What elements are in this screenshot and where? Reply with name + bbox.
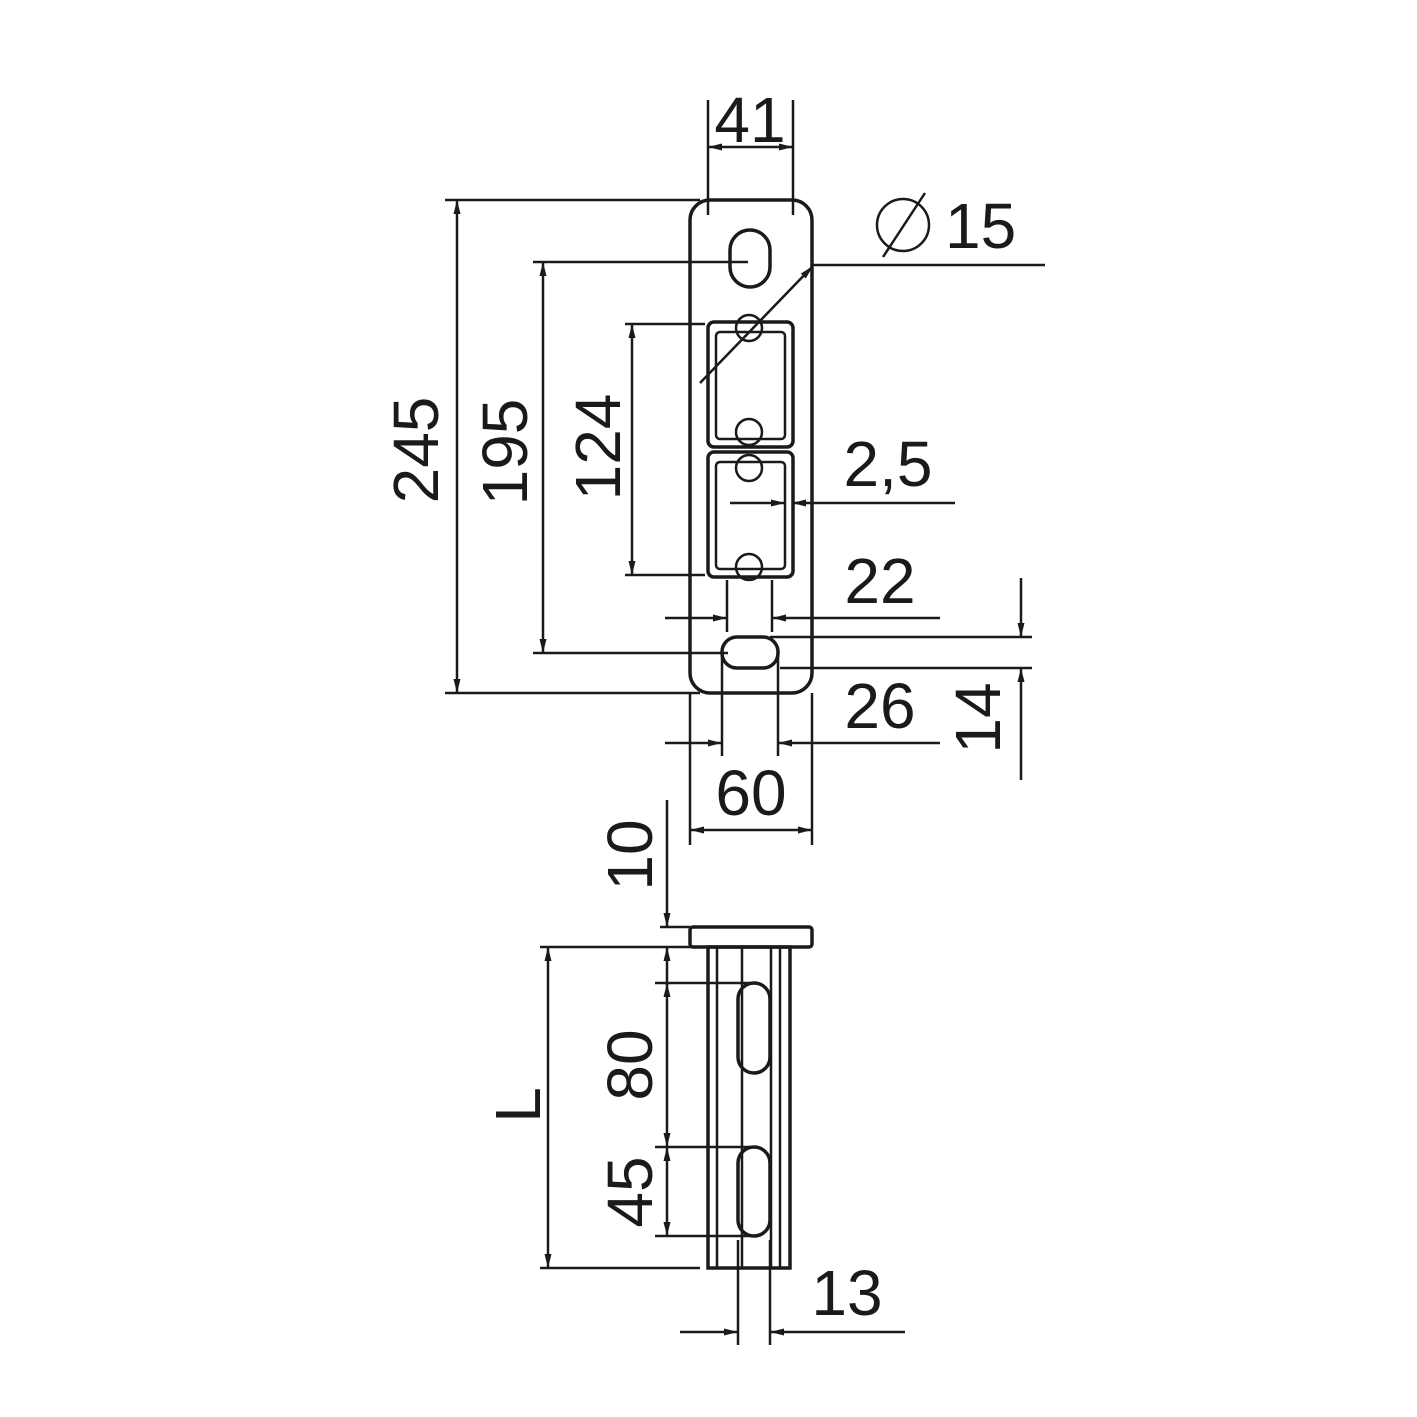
top-slot	[728, 228, 772, 289]
dimension-diameter-15: 15	[699, 190, 1045, 384]
hole	[734, 453, 764, 483]
dim-label-10: 10	[594, 819, 666, 890]
dim-label-L: L	[482, 1087, 554, 1123]
channel-upper-inner	[714, 330, 787, 441]
dim-label-15: 15	[945, 190, 1016, 262]
dim-label-41: 41	[714, 84, 785, 156]
top-view	[688, 198, 814, 695]
base-plate-outline	[688, 198, 814, 695]
channel-lower	[706, 450, 795, 579]
dim-label-245: 245	[380, 397, 452, 504]
dim-label-26: 26	[844, 670, 915, 742]
dim-label-60: 60	[715, 757, 786, 829]
dim-label-124: 124	[562, 394, 634, 501]
diameter-icon	[875, 192, 931, 258]
side-view	[688, 925, 814, 1270]
dimension-L: L	[482, 945, 700, 1270]
dimension-124: 124	[562, 322, 705, 577]
dim-label-13: 13	[811, 1257, 882, 1329]
dimension-14: 14	[770, 578, 1032, 780]
dimension-80: 80	[594, 981, 752, 1149]
dim-label-195: 195	[469, 399, 541, 506]
dimension-22: 22	[665, 545, 940, 632]
dim-label-14: 14	[942, 682, 1014, 753]
side-plate	[688, 925, 814, 949]
side-slot-lower	[736, 1145, 772, 1238]
dimension-45: 45	[594, 1147, 752, 1238]
side-slot-upper	[736, 981, 772, 1075]
dim-label-45: 45	[594, 1156, 666, 1227]
channel-upper	[706, 320, 795, 449]
hole	[734, 552, 764, 582]
dim-label-22: 22	[844, 545, 915, 617]
dimension-245: 245	[380, 198, 700, 695]
dimension-195: 195	[469, 260, 748, 655]
bottom-slot	[720, 635, 780, 670]
hole	[734, 417, 764, 447]
hole	[734, 313, 764, 343]
dimension-10: 10	[594, 800, 690, 985]
dimension-2-5: 2,5	[730, 428, 955, 507]
dim-label-80: 80	[594, 1029, 666, 1100]
dim-label-2-5: 2,5	[844, 428, 933, 500]
dimension-26: 26	[665, 655, 940, 756]
dimension-41: 41	[706, 84, 795, 215]
channel-lower-inner	[714, 460, 787, 571]
side-channel	[706, 945, 792, 1270]
dimension-60: 60	[688, 693, 814, 845]
dimension-13: 13	[680, 1240, 905, 1345]
